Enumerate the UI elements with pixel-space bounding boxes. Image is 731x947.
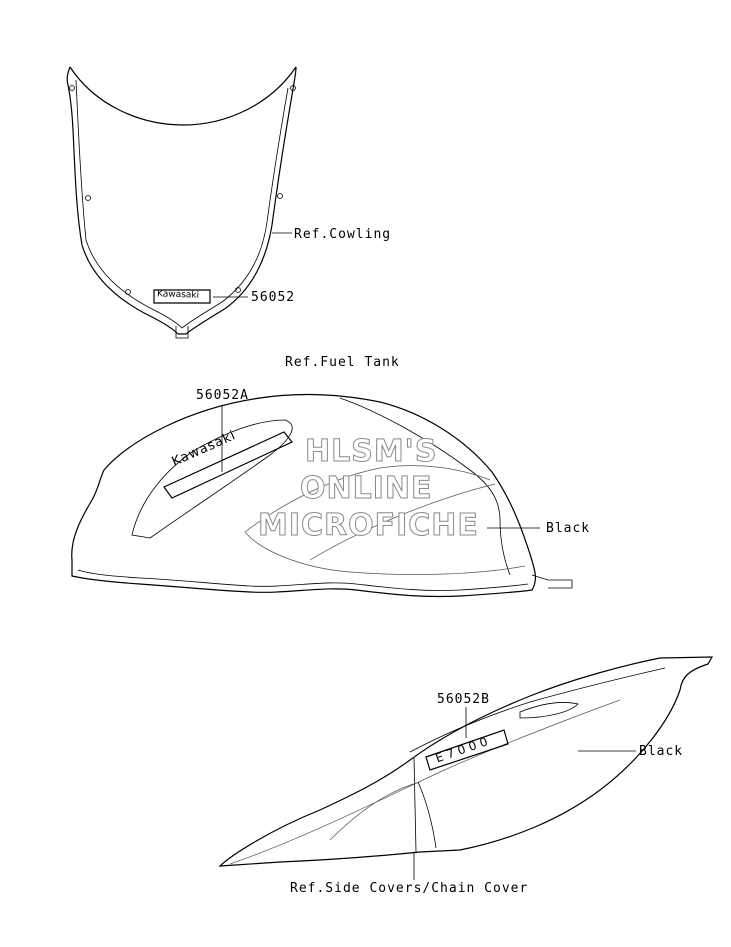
watermark-line-1: HLSM'S [304, 434, 438, 469]
black-tank-label: Black [546, 521, 591, 536]
windscreen-drawing [66, 66, 297, 339]
fuel-tank-drawing [71, 393, 573, 598]
ref-side-covers-label: Ref.Side Covers/Chain Cover [290, 881, 529, 896]
ref-fuel-tank-label: Ref.Fuel Tank [285, 355, 400, 370]
part-56052b-label: 56052B [437, 692, 490, 707]
black-side-label: Black [639, 744, 684, 759]
side-cover-drawing [218, 656, 714, 880]
watermark-line-3: MICROFICHE [258, 508, 479, 543]
watermark-line-2: ONLINE [300, 471, 433, 506]
part-56052a-label: 56052A [196, 388, 249, 403]
ref-cowling-label: Ref.Cowling [294, 227, 392, 242]
cowling-decal-text: Kawasaki [156, 289, 200, 301]
part-56052-label: 56052 [251, 290, 296, 305]
